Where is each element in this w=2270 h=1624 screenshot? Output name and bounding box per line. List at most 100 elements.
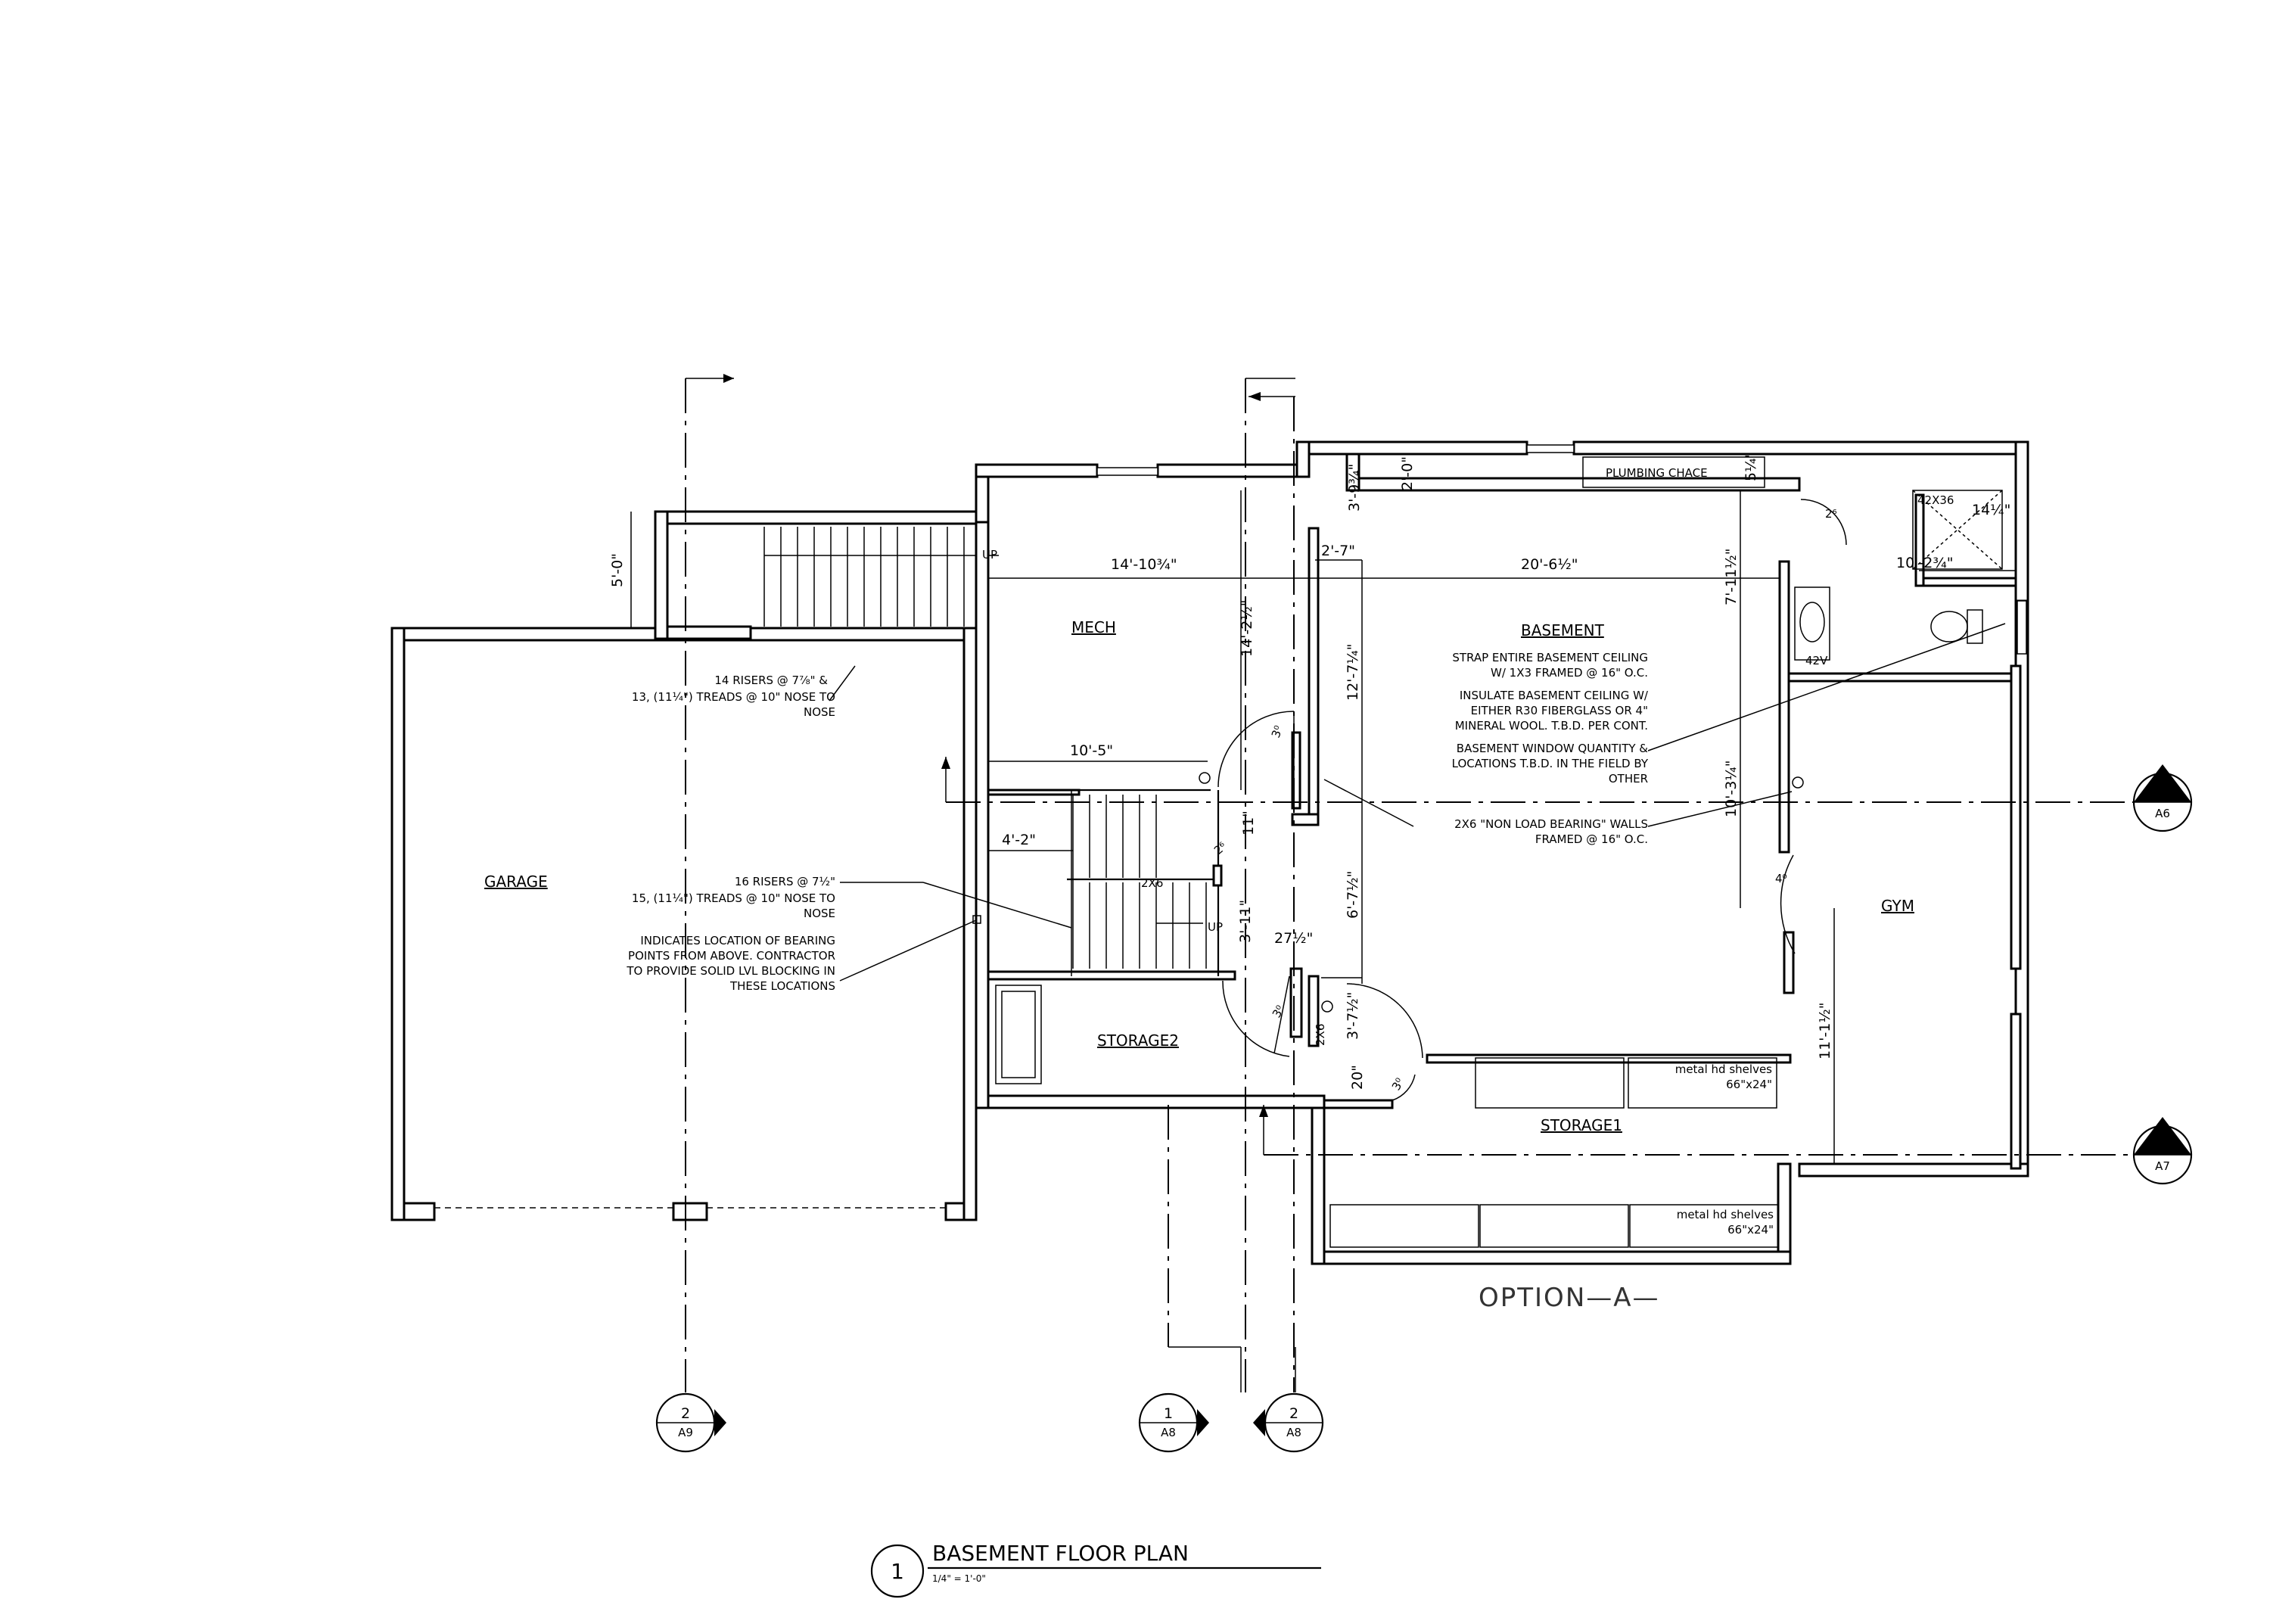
room-storage1: STORAGE1	[1541, 1116, 1622, 1134]
leader-lines	[829, 623, 2006, 982]
note-walls-1: 2X6 "NON LOAD BEARING" WALLS	[1454, 817, 1648, 831]
tag-num: 1	[2158, 785, 2167, 801]
dim-14-10: 14'-10¾"	[1111, 556, 1177, 573]
tag-sheet: A8	[1161, 1426, 1176, 1439]
shelves-size-upper: 66"x24"	[1726, 1078, 1772, 1091]
dim-10-3: 10'-3¼"	[1723, 761, 1740, 818]
note-insulate-2: EITHER R30 FIBERGLASS OR 4"	[1471, 704, 1648, 717]
tag-num: 1	[2158, 1137, 2167, 1154]
plumbing-chace-label: PLUMBING CHACE	[1606, 466, 1708, 480]
tag-sheet: A6	[2155, 807, 2170, 820]
note-bearing-1: INDICATES LOCATION OF BEARING	[640, 934, 835, 947]
door-26-bath: 2⁶	[1825, 507, 1837, 521]
note-window-2: LOCATIONS T.B.D. IN THE FIELD BY	[1452, 757, 1649, 770]
up-label-lower: UP	[1208, 920, 1223, 934]
shelves-label-upper: metal hd shelves	[1675, 1062, 1772, 1076]
note-stairs-lower-2: 15, (11¼") TREADS @ 10" NOSE TO	[632, 891, 835, 905]
note-window-3: OTHER	[1609, 772, 1648, 786]
shelves	[1329, 1057, 1779, 1248]
note-insulate-1: INSULATE BASEMENT CEILING W/	[1460, 689, 1649, 702]
section-tag-2-a9: 2 A9	[655, 1392, 726, 1453]
title-number: 1	[891, 1559, 904, 1584]
twoxsix-label-stair: 2X6	[1141, 876, 1163, 890]
tag-num: 2	[1289, 1405, 1298, 1422]
note-insulate-3: MINERAL WOOL. T.B.D. PER CONT.	[1455, 719, 1648, 733]
dim-6-7: 6'-7½"	[1345, 871, 1361, 919]
tag-num: 2	[681, 1405, 690, 1422]
bathroom-fixtures	[1794, 490, 2003, 661]
dim-2-7: 2'-7"	[1321, 543, 1355, 559]
note-stairs-upper-3: NOSE	[804, 705, 835, 719]
fixture-labels: 42X36 42V metal hd shelves 66"x24" metal…	[1675, 493, 1954, 1237]
room-gym: GYM	[1881, 897, 1914, 915]
general-notes: 14 RISERS @ 7⁷⁄₈" & 13, (11¼") TREADS @ …	[626, 548, 1649, 1046]
dim-12-7: 12'-7¼"	[1345, 644, 1361, 702]
door-30-mech: 3⁰	[1269, 724, 1286, 740]
lower-stair	[988, 789, 1223, 976]
room-labels: GARAGE MECH BASEMENT GYM STORAGE1 STORAG…	[484, 466, 1914, 1134]
tag-sheet: A7	[2155, 1159, 2170, 1173]
dim-3-11: 3'-11"	[1237, 900, 1254, 943]
note-stairs-lower-3: NOSE	[804, 907, 835, 920]
shelves-size-lower: 66"x24"	[1727, 1223, 1774, 1237]
door-30-storage2: 3⁰	[1270, 1003, 1287, 1020]
note-bearing-4: THESE LOCATIONS	[729, 979, 835, 993]
dim-11: 11"	[1240, 810, 1257, 835]
room-basement: BASEMENT	[1521, 621, 1605, 639]
interior-partitions	[1289, 493, 2022, 1170]
plumbing-chace-box	[1582, 456, 1765, 488]
title-scale: 1/4" = 1'-0"	[932, 1573, 986, 1584]
dim-10-2: 10'-2¾"	[1896, 555, 1954, 571]
door-40-gym: 4⁰	[1775, 872, 1787, 885]
note-walls-2: FRAMED @ 16" O.C.	[1535, 832, 1648, 846]
dim-11-1: 11'-1½"	[1817, 1003, 1833, 1060]
tub-label: 42V	[1805, 654, 1828, 667]
windows	[1096, 444, 2027, 655]
dimension-labels: 5'-0" 14'-10¾" 20'-6½" 2'-7" 14'-2½" 12'…	[609, 452, 2010, 1090]
note-bearing-3: TO PROVIDE SOLID LVL BLOCKING IN	[626, 964, 835, 978]
door-26-stair: 2⁶	[1211, 839, 1229, 857]
storage2-fixture	[995, 985, 1042, 1084]
section-tag-1-a8: 1 A8	[1138, 1392, 1209, 1453]
dim-27: 27½"	[1274, 930, 1313, 947]
dim-10-5: 10'-5"	[1070, 742, 1113, 759]
bearing-point-markers	[972, 772, 1804, 1013]
section-cut-lines	[685, 374, 2134, 1392]
section-tag-1-a7: 1 A7	[2132, 1117, 2193, 1185]
tag-sheet: A8	[1286, 1426, 1301, 1439]
room-storage2: STORAGE2	[1097, 1031, 1179, 1050]
dim-20-6: 20'-6½"	[1521, 556, 1578, 573]
dim-7-11: 7'-11½"	[1723, 549, 1740, 606]
note-stairs-lower-1: 16 RISERS @ 7½"	[735, 875, 835, 888]
dimension-lines	[630, 490, 2016, 1164]
note-stairs-upper-1: 14 RISERS @ 7⁷⁄₈" &	[714, 674, 828, 687]
room-garage: GARAGE	[484, 873, 548, 891]
note-stairs-upper-2: 13, (11¼") TREADS @ 10" NOSE TO	[632, 690, 835, 704]
option-label: OPTION—A—	[1479, 1283, 1660, 1313]
dim-5-0: 5'-0"	[609, 553, 626, 587]
dim-3-7: 3'-7½"	[1345, 992, 1361, 1040]
note-strap-1: STRAP ENTIRE BASEMENT CEILING	[1452, 651, 1648, 664]
dim-14-2: 14'-2½"	[1239, 600, 1255, 658]
up-label-upper: UP	[982, 548, 997, 562]
shelves-label-lower: metal hd shelves	[1677, 1208, 1774, 1221]
section-tag-2-a8: 2 A8	[1253, 1392, 1324, 1453]
door-30-storage1: 3⁰	[1389, 1076, 1407, 1093]
shower-size: 42X36	[1917, 493, 1954, 507]
dim-3-9: 3'-9¾"	[1346, 464, 1363, 512]
title-block: 1 BASEMENT FLOOR PLAN 1/4" = 1'-0"	[870, 1541, 1321, 1598]
note-strap-2: W/ 1X3 FRAMED @ 16" O.C.	[1491, 666, 1648, 680]
note-bearing-2: POINTS FROM ABOVE. CONTRACTOR	[628, 949, 835, 963]
dim-14-right: 14¼"	[1972, 502, 2010, 518]
room-mech: MECH	[1071, 618, 1116, 636]
upper-stair-well	[654, 510, 999, 640]
dim-5-top: 5¼"	[1743, 452, 1759, 481]
twoxsix-label-wall: 2X6	[1314, 1024, 1327, 1046]
tag-sheet: A9	[678, 1426, 693, 1439]
dim-20: 20"	[1349, 1065, 1366, 1090]
tag-num: 1	[1164, 1405, 1173, 1422]
note-window-1: BASEMENT WINDOW QUANTITY &	[1457, 742, 1649, 755]
dim-4-2: 4'-2"	[1002, 832, 1036, 848]
garage-walls	[390, 627, 978, 1221]
